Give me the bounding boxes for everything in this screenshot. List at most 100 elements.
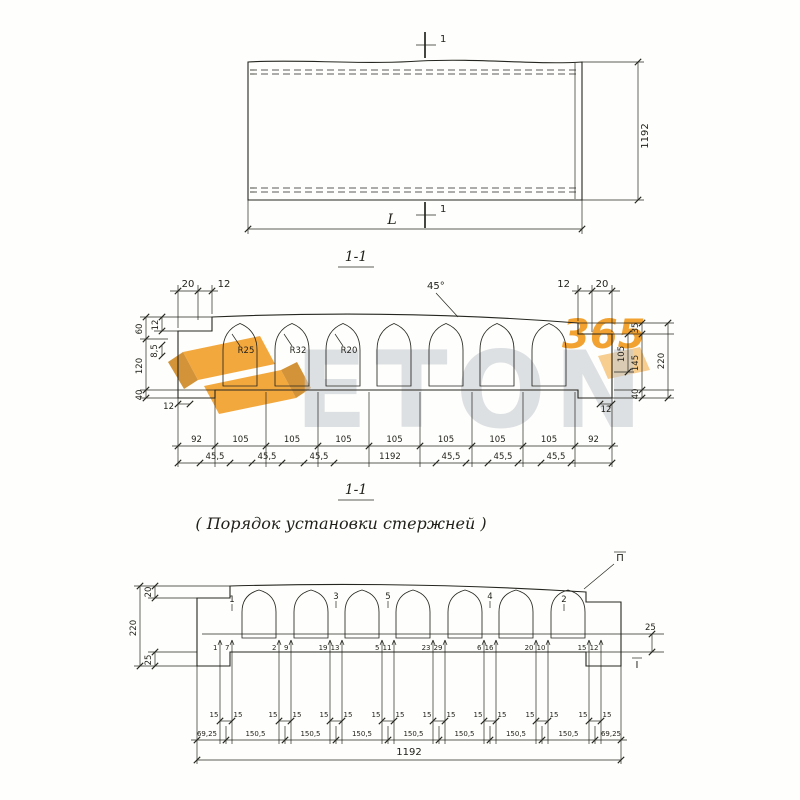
dim-tick (275, 717, 283, 725)
rod-number: 6 (477, 644, 482, 652)
dim-tick (638, 319, 646, 327)
dim-label: 12 (163, 402, 174, 412)
dim-tick (151, 662, 159, 670)
dim-tick (435, 736, 443, 744)
rod-spacing-label: 15 (550, 711, 559, 719)
rod-arrow (276, 639, 280, 646)
dim-tick (228, 717, 236, 725)
rod-arrow (533, 639, 537, 646)
dim-tick (585, 717, 593, 725)
dim-tick (193, 756, 201, 764)
dim-label: 25 (144, 655, 154, 666)
dim-tick (484, 459, 492, 467)
watermark-badge: 365 (562, 312, 646, 358)
pitch-dim-label: 105 (284, 435, 300, 445)
rod-number: 15 (578, 644, 587, 652)
plan-width-dim: 1192 (640, 123, 651, 148)
rod-arrow (217, 639, 221, 646)
dim-label: 12 (601, 405, 612, 415)
dim-tick (158, 313, 166, 321)
dim-tick (574, 287, 582, 295)
leader-line (583, 563, 615, 590)
dim-tick (664, 394, 672, 402)
watermark-logo-stripe (204, 370, 296, 414)
dim-tick (326, 717, 334, 725)
dim-tick (174, 287, 182, 295)
rod-arrow (586, 639, 590, 646)
void-core (274, 323, 310, 387)
watermark-logo-stripe (281, 362, 311, 398)
dim-tick (486, 736, 494, 744)
rod-layout: 1-1 ( Порядок установки стержней ) 25 П … (129, 482, 664, 764)
rod-arrow (229, 639, 233, 646)
dim-tick (378, 717, 386, 725)
section-outline (196, 583, 622, 667)
dim-label: 220 (129, 620, 139, 636)
rod-arrow (329, 639, 333, 646)
dim-tick (338, 717, 346, 725)
rod-arrow (288, 639, 292, 646)
rod-arrow (598, 639, 602, 646)
pitch-dim-label: 92 (191, 435, 202, 445)
section-mark-label: 1 (440, 204, 446, 215)
half-pitch-dim-label: 45,5 (442, 452, 461, 462)
dim-tick (544, 717, 552, 725)
rod-arrow (430, 639, 434, 646)
half-pitch-dim-label: 45,5 (494, 452, 513, 462)
rod-arrow (545, 639, 549, 646)
rod-pitch-label: 150,5 (558, 730, 578, 738)
dim-tick (300, 459, 308, 467)
section-title: 1-1 (345, 482, 368, 498)
rod-spacing-label: 15 (474, 711, 483, 719)
angle-label: 45° (427, 281, 445, 292)
section-mark-label: 1 (440, 34, 446, 45)
dim-tick (142, 386, 150, 394)
dim-tick (142, 335, 150, 343)
dim-tick (432, 459, 440, 467)
dim-tick (194, 287, 202, 295)
dim-label: 60 (135, 324, 145, 335)
leader-line (231, 333, 241, 347)
dim-tick (567, 459, 575, 467)
rod-spacing-label: 15 (210, 711, 219, 719)
half-pitch-dim-label: 45,5 (547, 452, 566, 462)
rod-spacing-label: 15 (344, 711, 353, 719)
pitch-dim-label: 105 (386, 435, 402, 445)
web-number: 3 (333, 592, 338, 602)
radius-label: R32 (290, 346, 307, 356)
rod-arrow (219, 639, 223, 646)
rod-arrow (493, 639, 497, 646)
rod-spacing-label: 15 (269, 711, 278, 719)
dim-tick (597, 717, 605, 725)
rod-pitch-label: 69,25 (601, 730, 621, 738)
watermark-logo-stripe (168, 352, 198, 389)
dim-tick (244, 225, 252, 233)
dim-tick (208, 287, 216, 295)
dim-tick (151, 594, 159, 602)
dim-tick (638, 394, 646, 402)
void-core (498, 589, 534, 639)
dim-tick (608, 287, 616, 295)
void-core (479, 323, 515, 387)
rod-number: 12 (590, 644, 599, 652)
rod-arrow (391, 639, 395, 646)
rod-pitch-label: 150,5 (245, 730, 265, 738)
rod-spacing-label: 15 (498, 711, 507, 719)
rod-pitch-label: 150,5 (352, 730, 372, 738)
rod-arrow (481, 639, 485, 646)
rod-arrow (231, 639, 235, 646)
dim-label: 220 (657, 353, 667, 369)
rod-arrow (535, 639, 539, 646)
rod-spacing-label: 15 (293, 711, 302, 719)
pitch-dim-label: 105 (438, 435, 454, 445)
dim-tick (174, 459, 182, 467)
dim-tick (624, 368, 632, 376)
dim-tick (634, 58, 642, 66)
void-core (293, 589, 329, 639)
section-caption: ( Порядок установки стержней ) (195, 514, 486, 533)
rod-pitch-label: 69,25 (197, 730, 217, 738)
rod-arrow (341, 639, 345, 646)
rod-pitch-label: 150,5 (454, 730, 474, 738)
